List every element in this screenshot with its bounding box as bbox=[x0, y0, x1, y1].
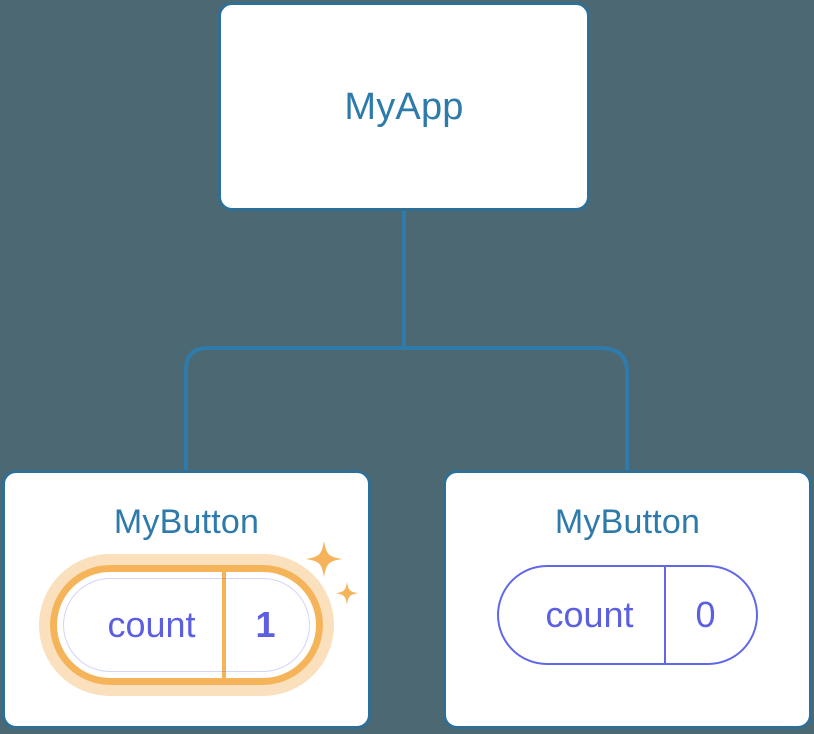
node-title: MyApp bbox=[344, 85, 464, 128]
state-key: count bbox=[545, 594, 634, 635]
state-pill-default[interactable]: count 0 bbox=[497, 565, 758, 665]
state-key: count bbox=[107, 604, 196, 645]
node-title: MyButton bbox=[554, 503, 701, 541]
state-pill[interactable]: count 1 bbox=[50, 565, 323, 685]
state-pill[interactable]: count 0 bbox=[497, 565, 758, 665]
sparkle-small-icon bbox=[335, 582, 358, 605]
state-value: 0 bbox=[663, 567, 756, 663]
node-card-mybutton-right[interactable]: MyButton count 0 bbox=[443, 470, 812, 729]
node-card-mybutton-left[interactable]: MyButton count 1 bbox=[2, 470, 371, 729]
connector-branch-bar bbox=[184, 346, 629, 470]
node-card-myapp[interactable]: MyApp bbox=[218, 2, 590, 211]
node-title: MyButton bbox=[113, 503, 260, 541]
state-value: 1 bbox=[221, 572, 316, 678]
state-pill-highlighted[interactable]: count 1 bbox=[39, 541, 358, 696]
